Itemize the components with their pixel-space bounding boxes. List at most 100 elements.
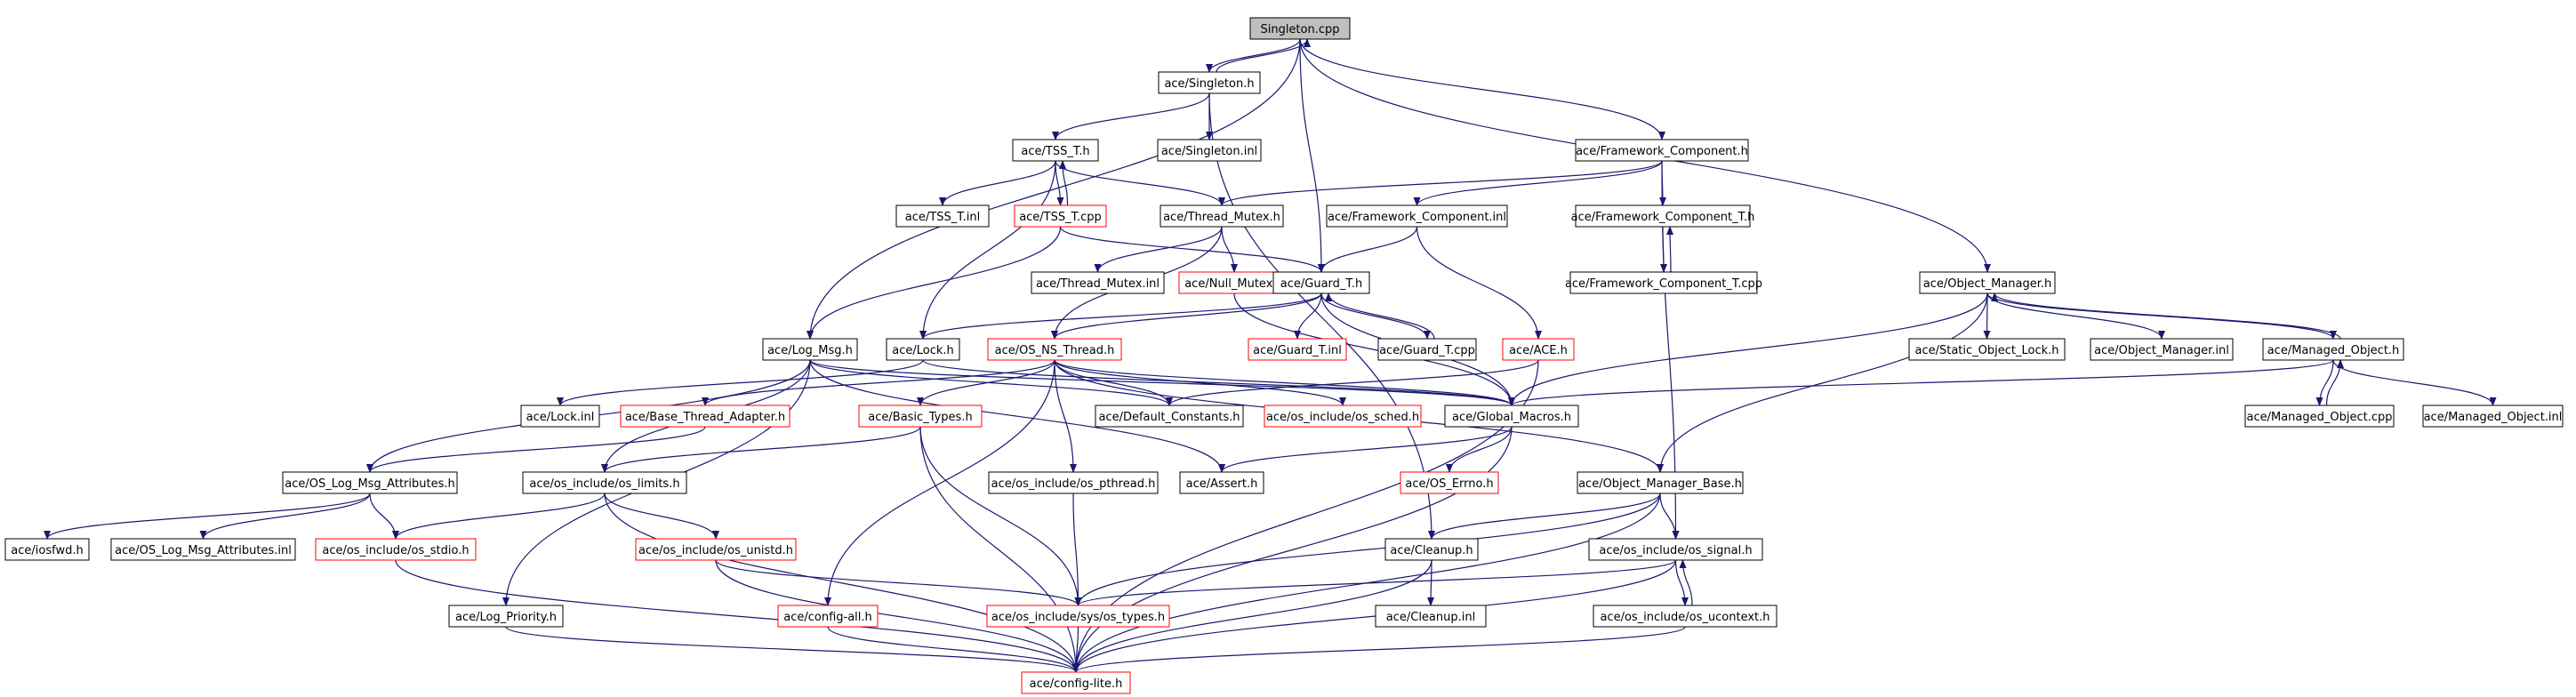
dependency-edge — [1166, 359, 1539, 406]
node-singleton-h[interactable]: ace/Singleton.h — [1158, 71, 1261, 94]
node-managed-obj-inl[interactable]: ace/Managed_Object.inl — [2422, 405, 2564, 428]
dependency-edge — [1679, 559, 1693, 606]
node-singleton-cpp[interactable]: Singleton.cpp — [1249, 17, 1351, 40]
node-tss-t-h[interactable]: ace/TSS_T.h — [1012, 139, 1099, 162]
node-iosfwd-h[interactable]: ace/iosfwd.h — [4, 538, 90, 561]
dependency-edge — [1094, 226, 1223, 273]
node-obj-mgr-inl[interactable]: ace/Object_Manager.inl — [2090, 338, 2234, 361]
node-label: ace/iosfwd.h — [11, 544, 83, 557]
node-config-lite-h[interactable]: ace/config-lite.h — [1021, 671, 1131, 694]
dependency-edge — [807, 38, 1301, 340]
dependency-edge — [1216, 38, 1311, 73]
dependency-edge — [604, 493, 1079, 673]
node-guard-t-inl[interactable]: ace/Guard_T.inl — [1248, 338, 1347, 361]
node-label: ace/Null_Mutex.h — [1184, 277, 1284, 291]
node-label: ace/TSS_T.cpp — [1019, 211, 1102, 224]
node-box — [315, 538, 477, 561]
node-basic-types-h[interactable]: ace/Basic_Types.h — [858, 405, 983, 428]
dependency-edge — [1508, 292, 1988, 406]
node-label: ace/OS_Log_Msg_Attributes.h — [285, 477, 454, 491]
node-box — [282, 471, 458, 494]
dependency-edge — [1072, 493, 1082, 606]
dependency-edge — [1055, 160, 1225, 206]
node-global-macros-h[interactable]: ace/Global_Macros.h — [1444, 405, 1579, 428]
node-null-mutex-h[interactable]: ace/Null_Mutex.h — [1178, 271, 1290, 294]
node-box — [448, 605, 564, 628]
node-tss-t-inl[interactable]: ace/TSS_T.inl — [895, 204, 990, 228]
node-box — [1444, 405, 1579, 428]
node-os-stdio-h[interactable]: ace/os_include/os_stdio.h — [315, 538, 477, 561]
node-obj-mgr-base-h[interactable]: ace/Object_Manager_Base.h — [1577, 471, 1744, 494]
node-managed-obj-h[interactable]: ace/Managed_Object.h — [2262, 338, 2404, 361]
node-os-ucontext-h[interactable]: ace/os_include/os_ucontext.h — [1593, 605, 1778, 628]
node-config-all-h[interactable]: ace/config-all.h — [777, 605, 879, 628]
node-log-priority-h[interactable]: ace/Log_Priority.h — [448, 605, 564, 628]
dependency-edge — [1659, 493, 1680, 540]
dependency-edge — [1218, 160, 1663, 206]
node-box — [1272, 271, 1370, 294]
node-singleton-inl[interactable]: ace/Singleton.inl — [1157, 139, 1262, 162]
node-os-pthread-h[interactable]: ace/os_include/os_pthread.h — [988, 471, 1159, 494]
node-managed-obj-cpp[interactable]: ace/Managed_Object.cpp — [2244, 405, 2395, 428]
node-box — [895, 204, 990, 228]
node-os-log-msg-attr-inl[interactable]: ace/OS_Log_Msg_Attributes.inl — [110, 538, 296, 561]
node-cleanup-h[interactable]: ace/Cleanup.h — [1384, 538, 1479, 561]
node-default-constants-h[interactable]: ace/Default_Constants.h — [1095, 405, 1244, 428]
node-label: ace/Cleanup.h — [1390, 544, 1473, 557]
node-os-signal-h[interactable]: ace/os_include/os_signal.h — [1588, 538, 1763, 561]
dependency-edge — [827, 626, 1079, 673]
node-os-sched-h[interactable]: ace/os_include/os_sched.h — [1264, 405, 1422, 428]
node-sys-os-types-h[interactable]: ace/os_include/sys/os_types.h — [986, 605, 1170, 628]
node-guard-t-cpp[interactable]: ace/Guard_T.cpp — [1377, 338, 1477, 361]
node-guard-t-h[interactable]: ace/Guard_T.h — [1272, 271, 1370, 294]
node-fw-comp-inl[interactable]: ace/Framework_Component.inl — [1326, 204, 1508, 228]
dependency-edge — [1072, 626, 1080, 673]
node-ace-h[interactable]: ace/ACE.h — [1502, 338, 1575, 361]
node-tss-t-cpp[interactable]: ace/TSS_T.cpp — [1014, 204, 1107, 228]
node-box — [2422, 405, 2564, 428]
node-obj-mgr-h[interactable]: ace/Object_Manager.h — [1919, 271, 2056, 294]
dependency-edge — [369, 493, 399, 540]
dependency-edge — [1072, 559, 1432, 673]
node-label: ace/Static_Object_Lock.h — [1914, 344, 2058, 357]
node-os-ns-thread-h[interactable]: ace/OS_NS_Thread.h — [987, 338, 1122, 361]
node-label: ace/Lock.h — [892, 344, 954, 357]
node-box — [1249, 17, 1351, 40]
node-fw-comp-t-h[interactable]: ace/Framework_Component_T.h — [1571, 204, 1755, 228]
node-thread-mutex-inl[interactable]: ace/Thread_Mutex.inl — [1031, 271, 1165, 294]
node-label: ace/Guard_T.inl — [1253, 344, 1342, 357]
node-label: ace/Framework_Component_T.cpp — [1565, 277, 1762, 291]
node-box — [1160, 204, 1284, 228]
node-static-obj-lock-h[interactable]: ace/Static_Object_Lock.h — [1908, 338, 2066, 361]
node-box — [988, 471, 1159, 494]
node-thread-mutex-h[interactable]: ace/Thread_Mutex.h — [1160, 204, 1284, 228]
node-base-thread-adapter-h[interactable]: ace/Base_Thread_Adapter.h — [620, 405, 790, 428]
dependency-edge — [1206, 38, 1301, 73]
node-cleanup-inl[interactable]: ace/Cleanup.inl — [1375, 605, 1487, 628]
dependency-edge — [1294, 292, 1322, 340]
dependency-edge — [1320, 292, 1431, 340]
node-label: ace/TSS_T.inl — [905, 211, 980, 224]
dependency-edge — [1051, 292, 1322, 340]
node-assert-h[interactable]: ace/Assert.h — [1179, 471, 1264, 494]
node-label: ace/Framework_Component.h — [1576, 145, 1748, 158]
dependency-edge — [1221, 226, 1238, 273]
node-fw-comp-t-cpp[interactable]: ace/Framework_Component_T.cpp — [1565, 271, 1762, 294]
node-box — [635, 538, 797, 561]
dependency-edge — [601, 426, 921, 473]
node-label: ace/Framework_Component_T.h — [1571, 211, 1755, 224]
node-os-log-msg-attr-h[interactable]: ace/OS_Log_Msg_Attributes.h — [282, 471, 458, 494]
node-box — [1919, 271, 2056, 294]
node-os-errno-h[interactable]: ace/OS_Errno.h — [1400, 471, 1499, 494]
node-lock-h[interactable]: ace/Lock.h — [886, 338, 960, 361]
node-box — [1157, 139, 1262, 162]
node-box — [522, 471, 687, 494]
dependency-edge — [919, 426, 1079, 673]
node-label: ace/config-all.h — [783, 611, 872, 624]
node-lock-inl[interactable]: ace/Lock.inl — [520, 405, 600, 428]
node-fw-comp-h[interactable]: ace/Framework_Component.h — [1575, 139, 1749, 162]
node-log-msg-h[interactable]: ace/Log_Msg.h — [762, 338, 858, 361]
node-os-limits-h[interactable]: ace/os_include/os_limits.h — [522, 471, 687, 494]
node-label: ace/Log_Msg.h — [767, 344, 853, 357]
node-os-unistd-h[interactable]: ace/os_include/os_unistd.h — [635, 538, 797, 561]
